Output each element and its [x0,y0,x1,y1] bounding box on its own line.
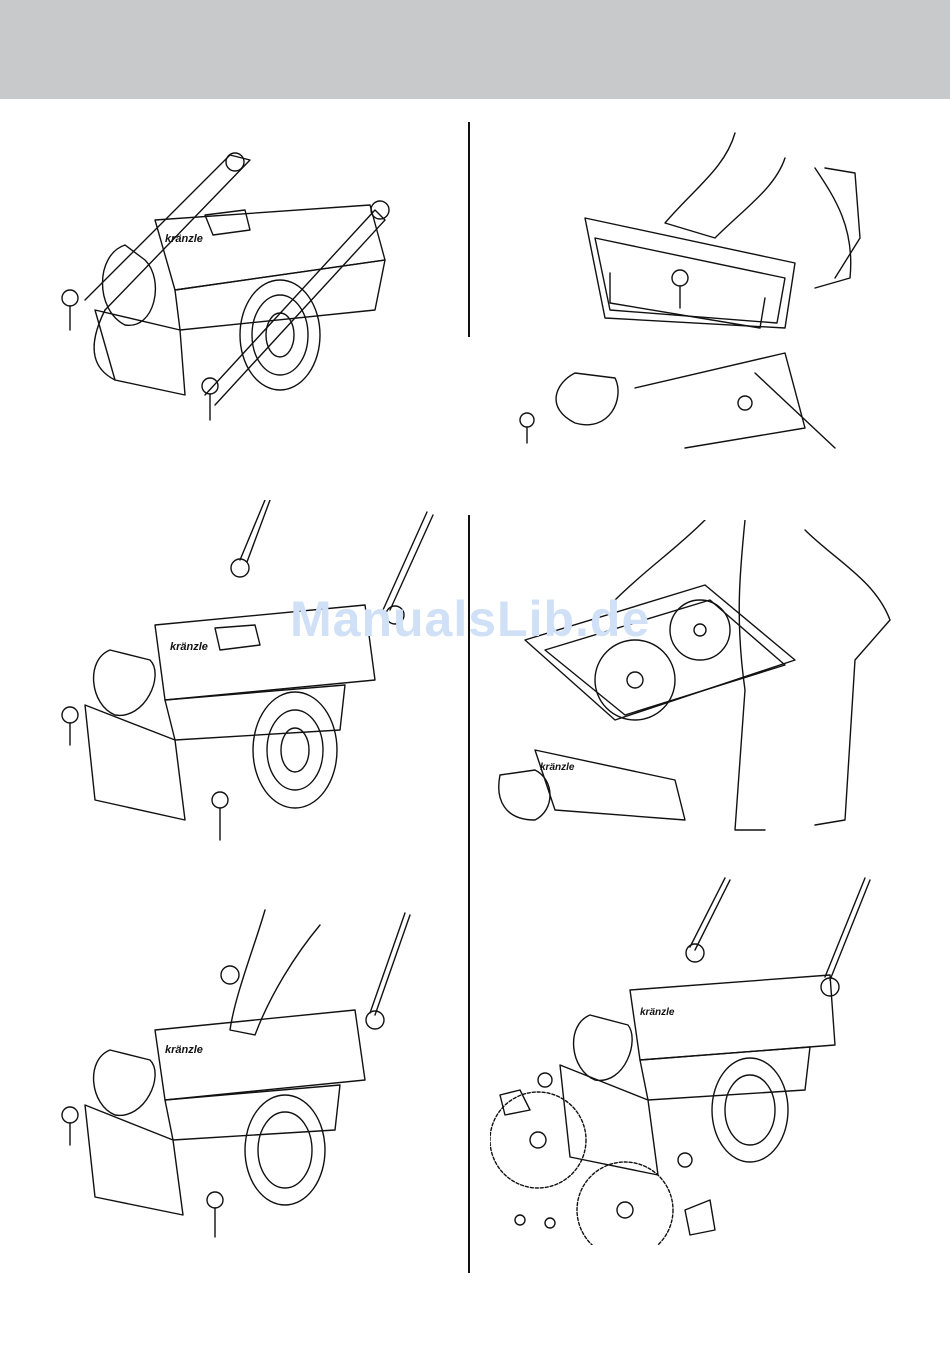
illustration-sweeper-folded: kränzle [55,150,405,430]
illustration-lid-open: kränzle [55,905,425,1250]
brand-label: kränzle [540,762,575,773]
illustration-sweeper-handle-up: kränzle [55,500,445,850]
illustration-side-brush-disassembly: kränzle [490,875,885,1245]
brand-label: kränzle [165,233,203,245]
watermark-text: ManualsLib.de [290,590,650,648]
header-band [0,0,950,99]
brand-label: kränzle [640,1007,675,1018]
illustration-brush-replacement: kränzle [495,520,895,840]
column-divider-top [468,122,470,337]
brand-label: kränzle [165,1044,203,1056]
brand-label: kränzle [170,641,208,653]
illustration-dirt-container-removal [515,128,870,453]
